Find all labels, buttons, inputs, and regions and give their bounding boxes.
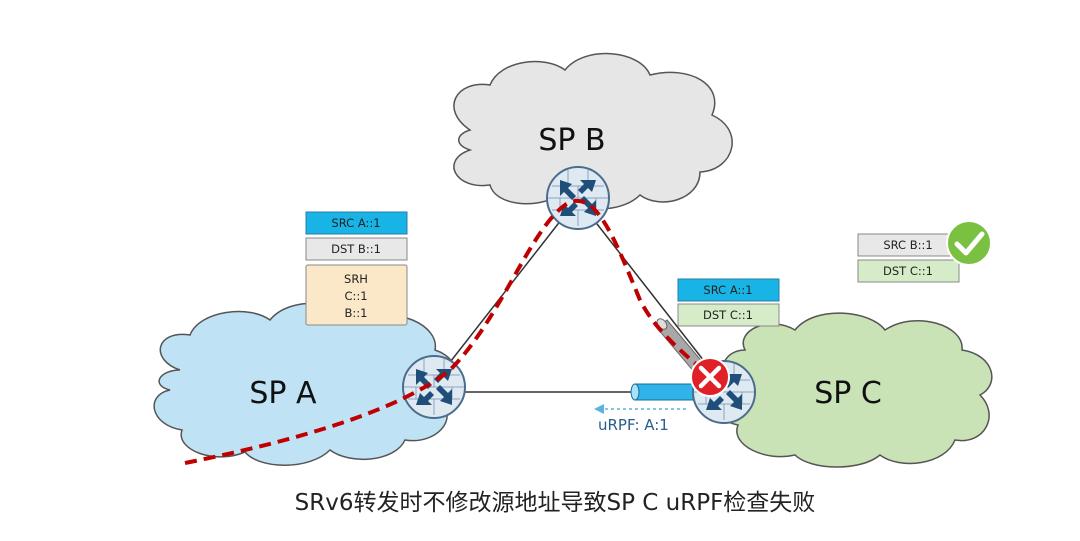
cloud-label-sp-c: SP C — [814, 376, 882, 411]
packet-a-srh-line: B::1 — [345, 306, 368, 320]
packet-bc-dst: DST C::1 — [703, 308, 753, 322]
packet-bc-src: SRC A::1 — [703, 283, 752, 297]
urpf-pipe — [630, 383, 694, 401]
packet-a-src: SRC A::1 — [331, 216, 380, 230]
link-a-b — [439, 214, 566, 376]
packet-a-srh-line: SRH — [344, 272, 368, 286]
packet-header-ok: SRC B::1 DST C::1 — [857, 233, 960, 283]
cloud-sp-a: SP A — [153, 302, 459, 466]
packet-header-bc: SRC A::1 DST C::1 — [677, 278, 780, 327]
urpf-label: uRPF: A:1 — [598, 416, 669, 434]
urpf-arrow — [594, 404, 686, 414]
fail-x-icon — [690, 357, 730, 397]
packet-a-dst: DST B::1 — [331, 242, 381, 256]
router-icon — [546, 166, 610, 230]
cloud-label-sp-a: SP A — [249, 376, 317, 411]
packet-ok-dst: DST C::1 — [883, 264, 933, 278]
cloud-sp-b: SP B — [453, 52, 733, 210]
check-icon — [946, 220, 992, 266]
packet-a-srh-line: C::1 — [344, 289, 367, 303]
packet-ok-src: SRC B::1 — [883, 238, 932, 252]
diagram-caption: SRv6转发时不修改源地址导致SP C uRPF检查失败 — [295, 490, 816, 516]
packet-header-a: SRC A::1 DST B::1 SRH C::1 B::1 — [305, 211, 408, 326]
link-b-c — [589, 214, 716, 376]
srv6-forwarding-path — [184, 198, 707, 465]
cloud-label-sp-b: SP B — [538, 123, 605, 158]
